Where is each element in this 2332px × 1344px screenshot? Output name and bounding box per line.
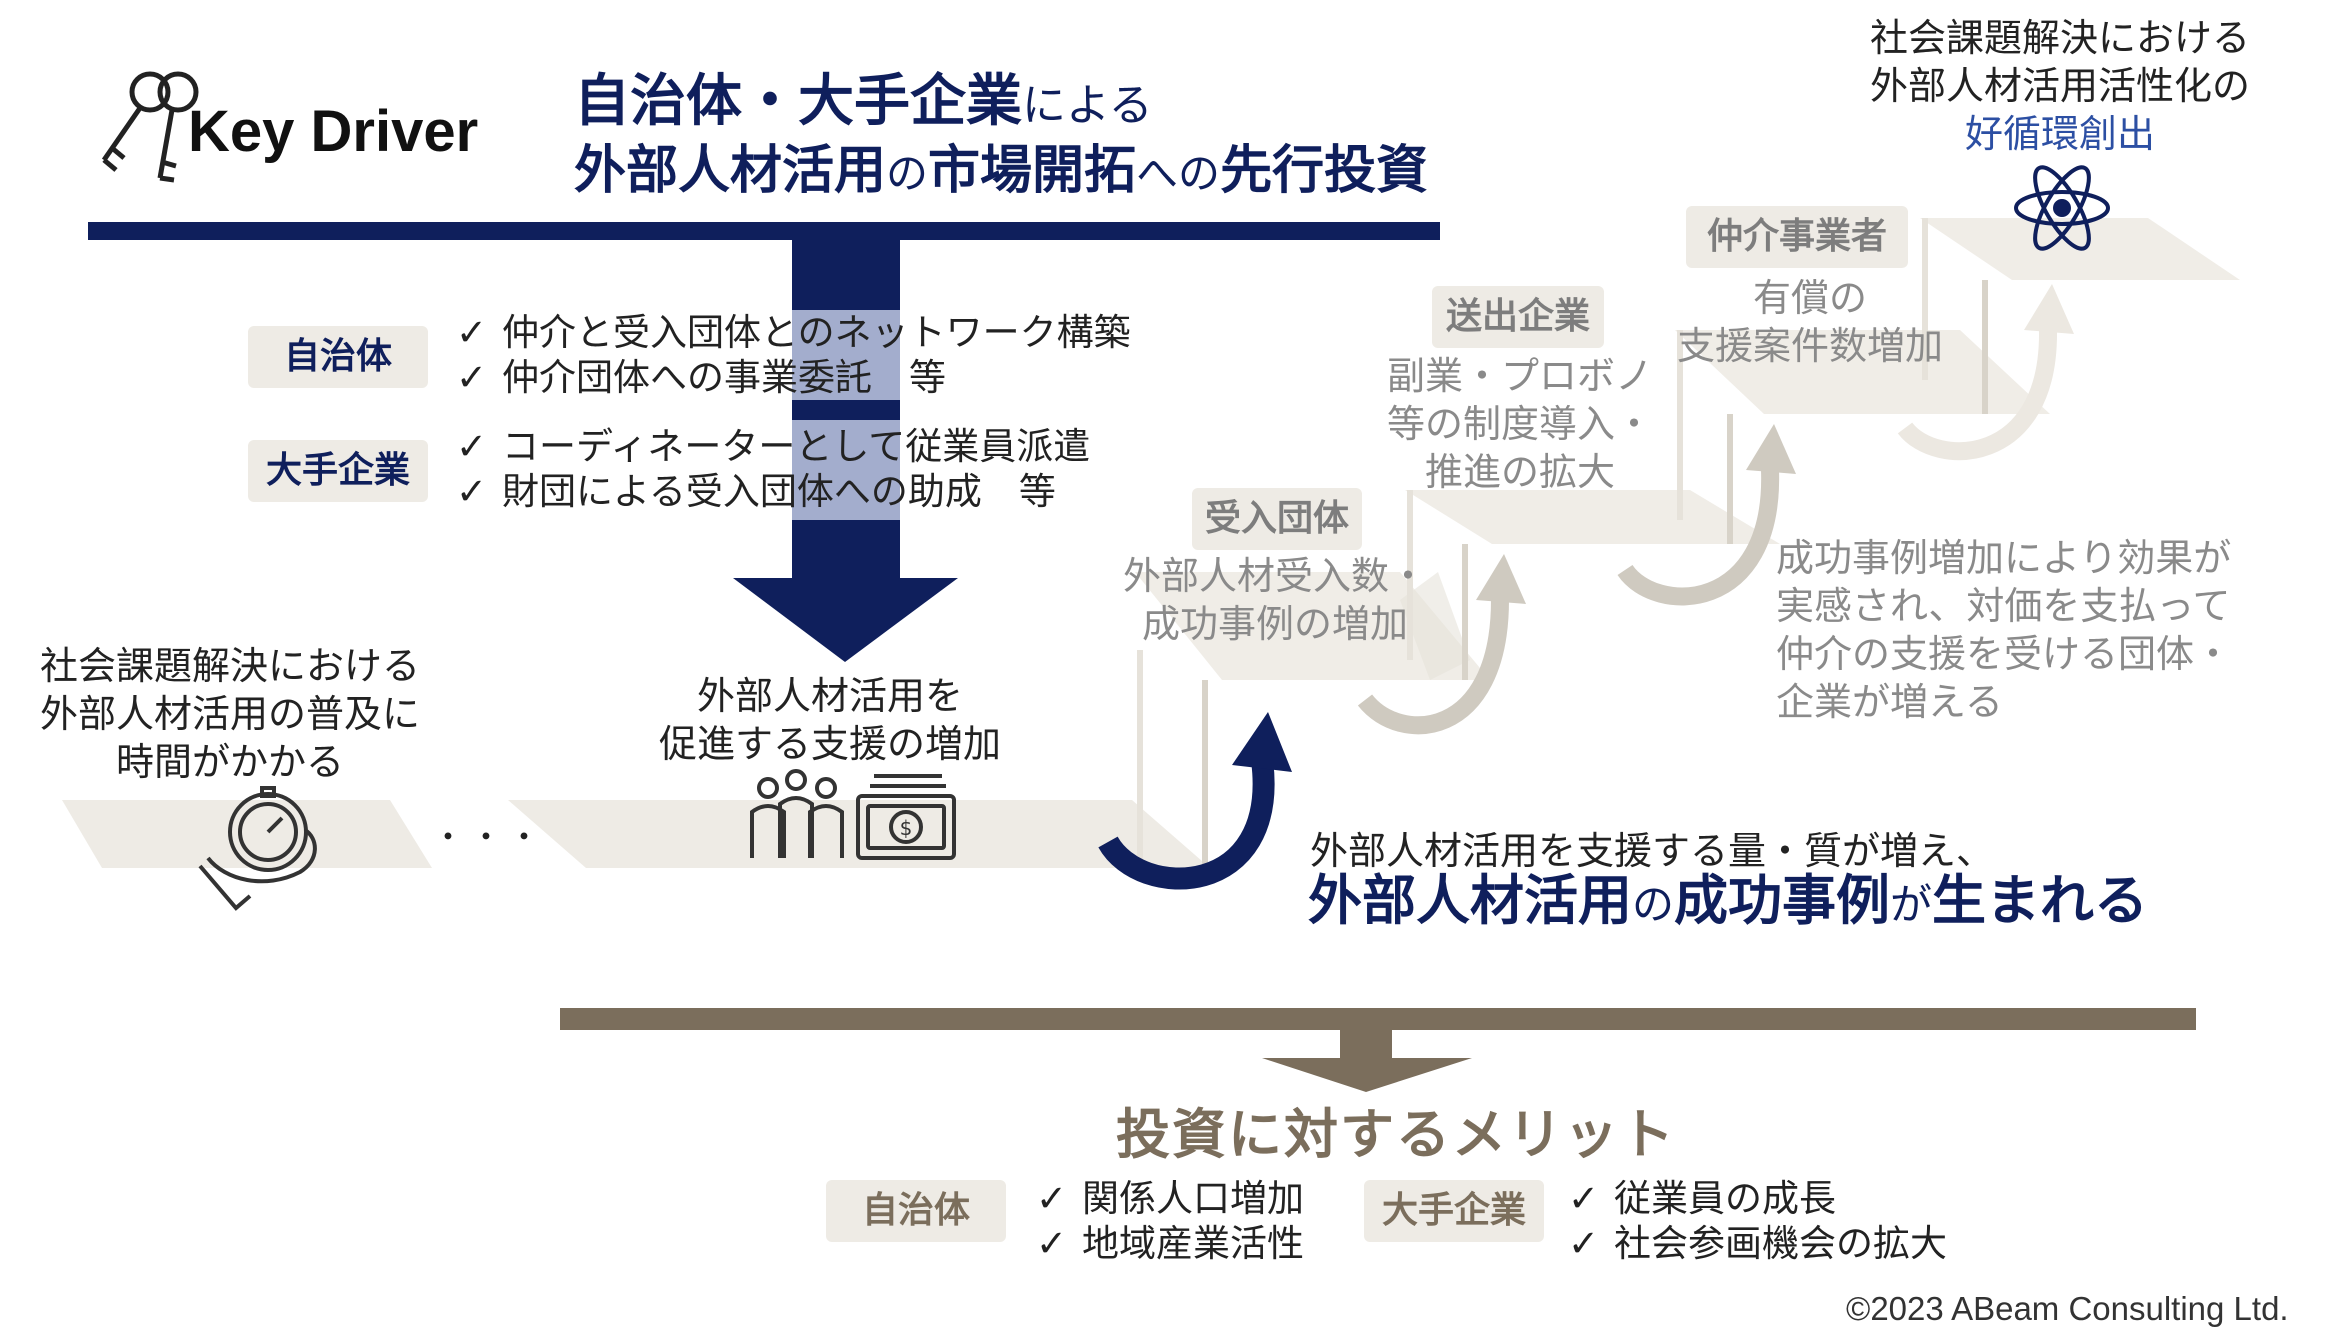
- page-title-line2: 外部人材活用の市場開拓への先行投資: [574, 138, 1428, 207]
- copyright: ©2023 ABeam Consulting Ltd.: [1846, 1290, 2289, 1327]
- staircase: [1135, 218, 2240, 865]
- hand-stopwatch-icon: [198, 786, 317, 911]
- investment-list-enterprise: ✓コーディネーターとして従業員派遣 ✓財団による受入団体への助成 等: [456, 424, 1090, 514]
- key-icon: [101, 71, 199, 183]
- page-title-line1: 自治体・大手企業による: [574, 68, 1153, 140]
- success-line1: 外部人材活用を支援する量・質が増え、: [1310, 829, 1995, 873]
- list-item: ✓財団による受入団体への助成 等: [456, 470, 1056, 513]
- svg-text:$: $: [900, 816, 913, 840]
- success-part-c: 成功事例: [1674, 869, 1891, 932]
- success-line2: 外部人材活用の成功事例が生まれる: [1308, 868, 2148, 938]
- money-icon: $: [856, 774, 956, 860]
- step-label-receiving-org: 受入団体: [1192, 488, 1362, 550]
- success-part-b: の: [1632, 880, 1675, 929]
- merit-bar: [560, 1008, 2196, 1030]
- title-part-c: 市場開拓: [928, 141, 1137, 201]
- success-part-e: 生まれる: [1932, 869, 2149, 932]
- title-part-d: への: [1136, 149, 1221, 198]
- title-part-b: の: [886, 149, 929, 198]
- merit-down-arrow: [1262, 1058, 1472, 1092]
- step-text-sending-company: 副業・プロボノ 等の制度導入・ 推進の拡大: [1386, 354, 1653, 494]
- success-part-a: 外部人材活用: [1308, 869, 1632, 932]
- base-step-left: [62, 800, 432, 868]
- list-item: ✓仲介と受入団体とのネットワーク構築: [456, 311, 1131, 354]
- investor-label-enterprise: 大手企業: [248, 440, 428, 502]
- right-effect-text: 成功事例増加により効果が 実感され、対価を支払って 仲介の支援を受ける団体・ 企…: [1776, 536, 2233, 724]
- title-bold-actors: 自治体・大手企業: [574, 69, 1022, 134]
- list-item: ✓従業員の成長: [1568, 1177, 1836, 1220]
- investor-label-municipality: 自治体: [248, 326, 428, 388]
- step-text-receiving-org: 外部人材受入数・ 成功事例の増加: [1122, 554, 1427, 646]
- title-particle: による: [1022, 80, 1153, 131]
- title-part-e: 先行投資: [1220, 141, 1429, 201]
- list-item: ✓社会参画機会の拡大: [1568, 1222, 1947, 1265]
- step-text-intermediary: 有償の 支援案件数増加: [1676, 276, 1943, 368]
- gray-curve-arrow-2: [1617, 424, 1796, 606]
- investment-list-municipality: ✓仲介と受入団体とのネットワーク構築 ✓仲介団体への事業委託 等: [456, 310, 1131, 400]
- title-part-a: 外部人材活用: [574, 141, 887, 201]
- merit-list-municipality: ✓関係人口増加 ✓地域産業活性: [1036, 1176, 1304, 1266]
- merit-label-enterprise: 大手企業: [1364, 1180, 1544, 1242]
- gray-curve-arrow-3: [1897, 284, 2074, 461]
- investment-down-arrow: [733, 240, 958, 662]
- step-label-sending-company: 送出企業: [1432, 286, 1604, 348]
- step-label-intermediary: 仲介事業者: [1686, 206, 1908, 268]
- atom-icon: [2014, 165, 2110, 251]
- list-item: ✓仲介団体への事業委託 等: [456, 356, 946, 399]
- merit-title: 投資に対するメリット: [1116, 1103, 1676, 1166]
- people-icon: [750, 769, 844, 858]
- support-increase-text: 外部人材活用を 促進する支援の増加: [658, 674, 1001, 766]
- gray-curve-arrow-1: [1357, 554, 1526, 735]
- header-bar: [88, 222, 1440, 240]
- list-item: ✓地域産業活性: [1036, 1222, 1304, 1265]
- merit-label-municipality: 自治体: [826, 1180, 1006, 1242]
- left-issue-text: 社会課題解決における 外部人材活用の普及に 時間がかかる: [39, 644, 420, 784]
- list-item: ✓関係人口増加: [1036, 1177, 1304, 1220]
- ellipsis: ・・・: [432, 818, 547, 856]
- list-item: ✓コーディネーターとして従業員派遣: [456, 425, 1091, 468]
- merit-list-enterprise: ✓従業員の成長 ✓社会参画機会の拡大: [1568, 1176, 1947, 1266]
- top-goal-text: 社会課題解決における 外部人材活用活性化の 好循環創出: [1869, 16, 2250, 156]
- success-part-d: が: [1890, 880, 1933, 929]
- key-driver-label: Key Driver: [188, 99, 479, 164]
- success-curve-arrow: [1098, 712, 1292, 890]
